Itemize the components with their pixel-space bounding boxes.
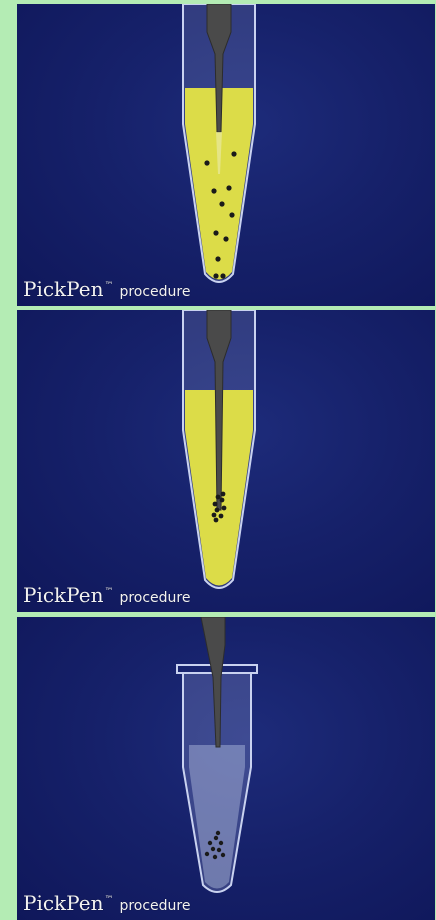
caption-label: procedure: [119, 590, 190, 606]
caption: PickPen™ procedure: [23, 582, 191, 608]
caption-label: procedure: [119, 898, 190, 914]
test-tube-illustration: [17, 617, 435, 920]
brand-name: PickPen: [23, 583, 103, 607]
caption-label: procedure: [119, 284, 190, 300]
procedure-frame-2: PickPen™ procedure: [17, 310, 435, 612]
trademark-symbol: ™: [104, 895, 113, 905]
caption: PickPen™ procedure: [23, 276, 191, 302]
procedure-frame-1: PickPen™ procedure: [17, 4, 435, 306]
liquid: [189, 745, 245, 889]
procedure-frame-3: PickPen™ procedure: [17, 617, 435, 920]
brand-name: PickPen: [23, 891, 103, 915]
brand-name: PickPen: [23, 277, 103, 301]
trademark-symbol: ™: [104, 587, 113, 597]
test-tube-illustration: [17, 310, 435, 612]
test-tube-illustration: [17, 4, 435, 306]
trademark-symbol: ™: [104, 281, 113, 291]
caption: PickPen™ procedure: [23, 890, 191, 916]
